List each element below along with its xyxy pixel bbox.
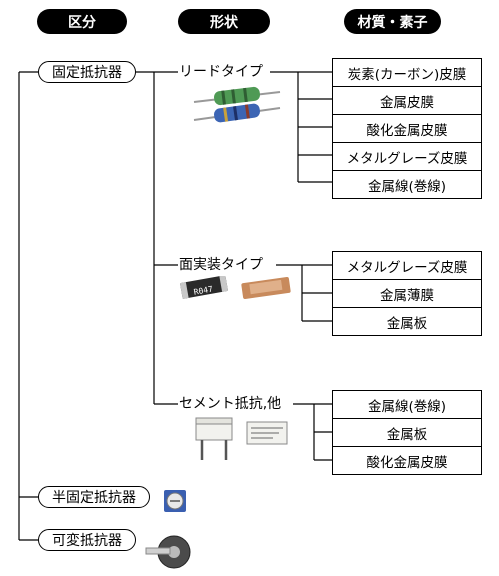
chip-marking-text: R047 [193,285,214,297]
header-keijo: 形状 [178,9,270,34]
material-box: 金属薄膜 [332,279,482,308]
variable-resistor-image [145,535,191,569]
material-box: メタルグレーズ皮膜 [332,251,482,280]
material-box: メタルグレーズ皮膜 [332,142,482,171]
shape-smd: 面実装タイプ [178,256,264,274]
trimmer-potentiometer-image [164,490,186,512]
lead-resistor-image [193,86,281,123]
shape-lead: リードタイプ [178,63,264,81]
material-box: 酸化金属皮膜 [332,114,482,143]
material-box: 酸化金属皮膜 [332,446,482,475]
material-box: 金属板 [332,418,482,447]
material-box: 金属線(巻線) [332,170,482,199]
shape-cement: セメント抵抗,他 [178,395,283,413]
cement-block-image [246,421,288,445]
smd-metal-plate-image [241,276,291,300]
material-box: 金属線(巻線) [332,390,482,419]
category-fixed: 固定抵抗器 [38,61,136,83]
smd-chip-image: R047 [179,276,229,299]
material-box: 炭素(カーボン)皮膜 [332,58,482,87]
category-semi-fixed: 半固定抵抗器 [38,486,150,508]
material-box: 金属板 [332,307,482,336]
header-zaishitsu: 材質・素子 [344,9,441,34]
category-variable: 可変抵抗器 [38,529,136,551]
header-kubun: 区分 [37,9,127,34]
material-box: 金属皮膜 [332,86,482,115]
cement-resistor-image [195,417,233,460]
